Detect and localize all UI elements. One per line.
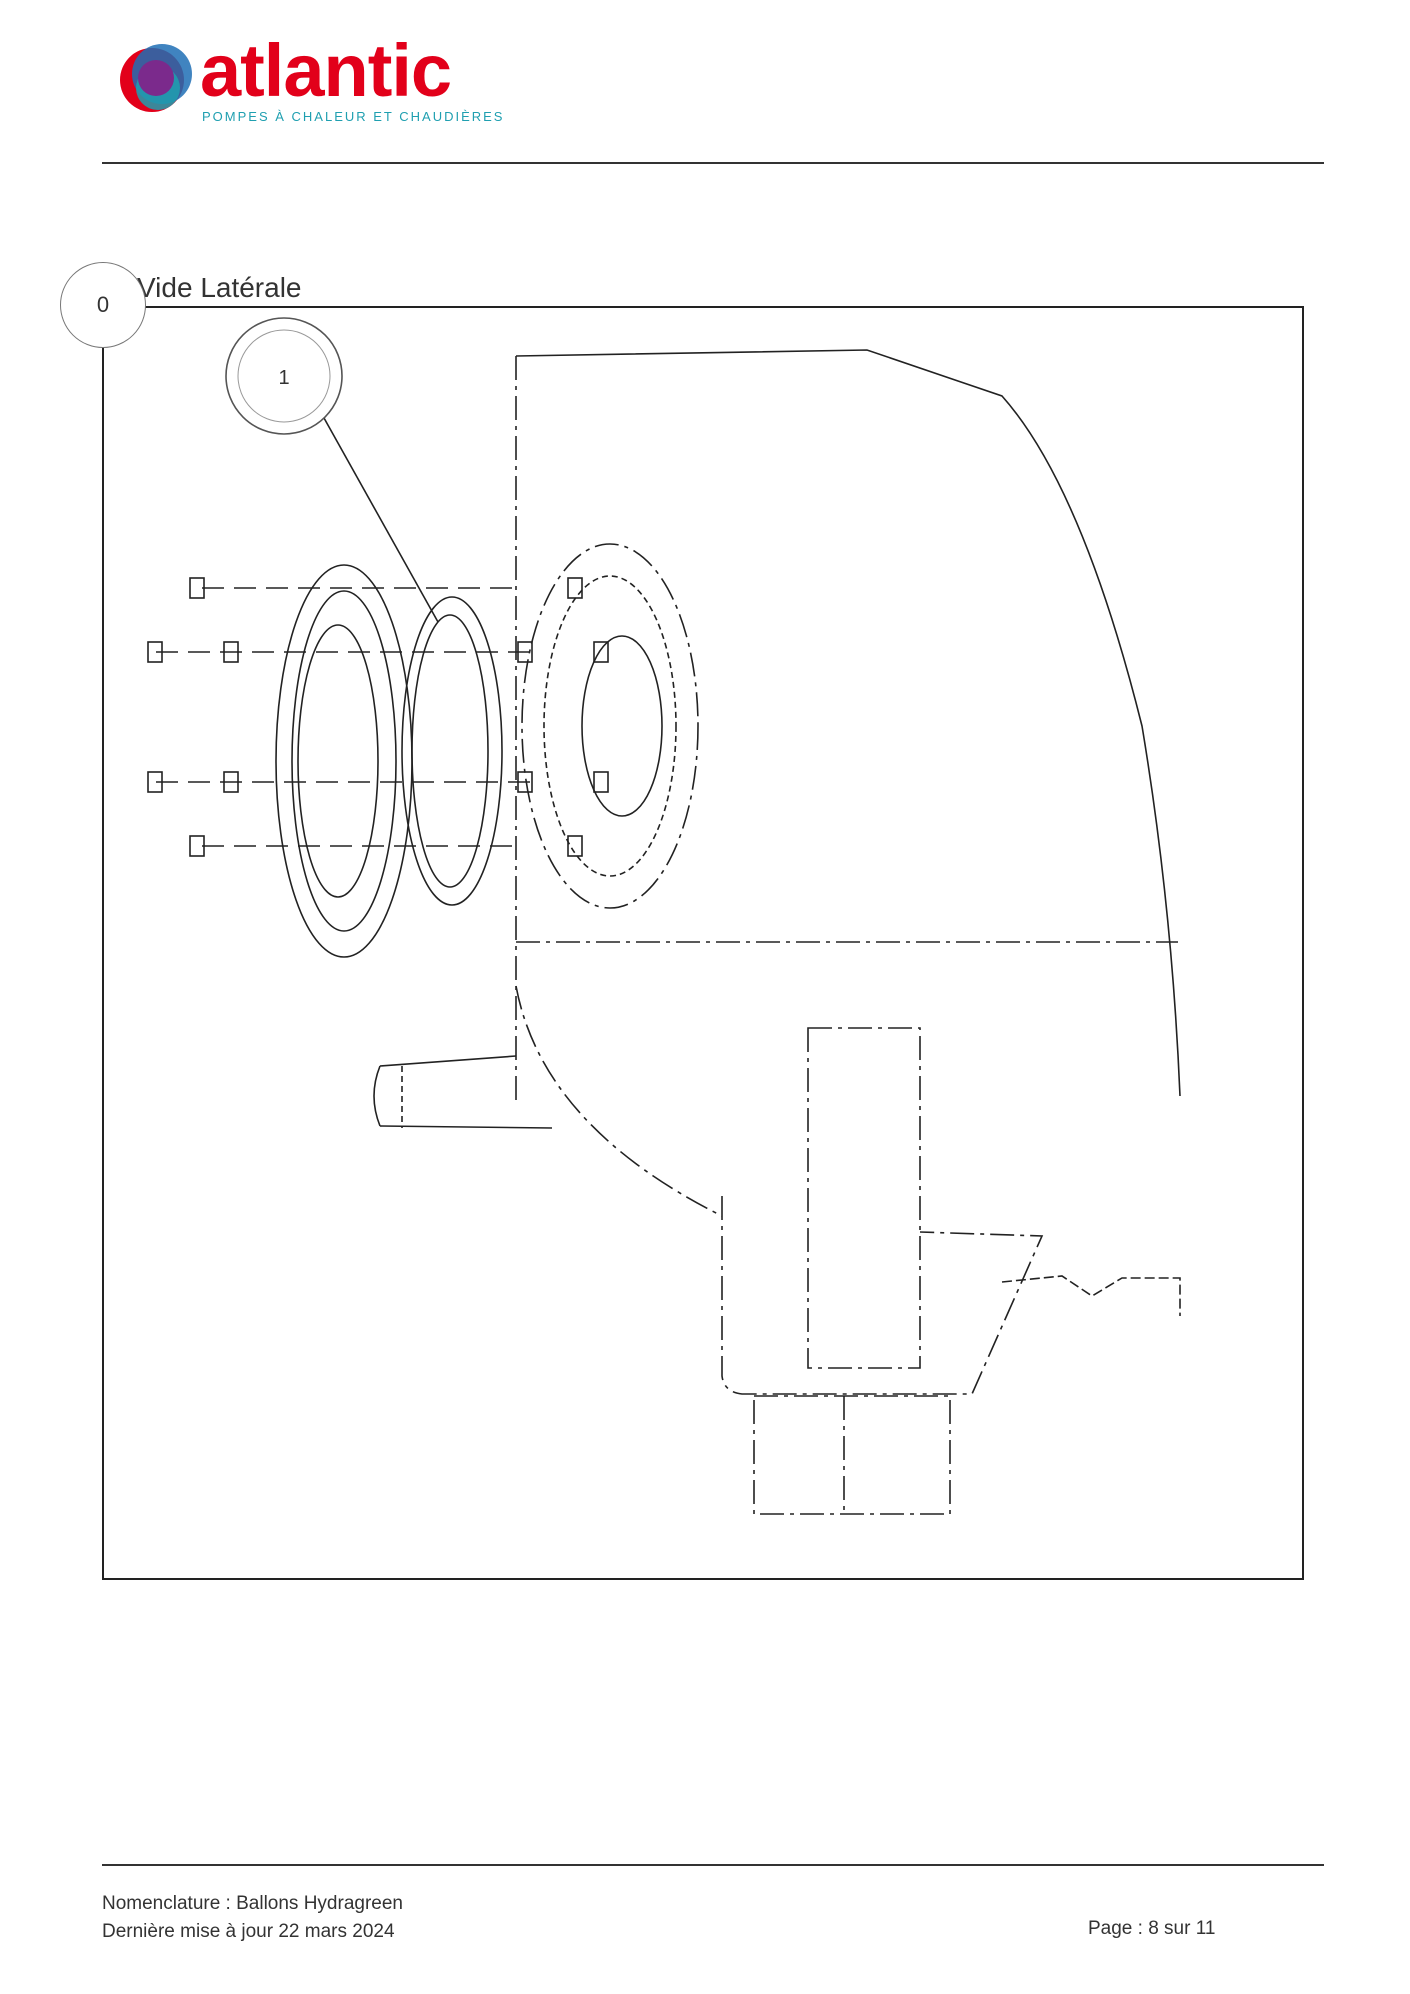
drawing-title: Vide Latérale bbox=[137, 272, 302, 303]
page-number: Page : 8 sur 11 bbox=[1088, 1918, 1216, 1939]
stand-column bbox=[807, 1027, 921, 1369]
logo-mark-icon bbox=[120, 44, 192, 112]
drawing-frame bbox=[102, 306, 1304, 1580]
callout-0: 0 bbox=[60, 262, 146, 348]
tank-outline bbox=[515, 349, 1181, 1097]
atlantic-logo: atlantic POMPES À CHALEUR ET CHAUDIÈRES bbox=[112, 29, 502, 136]
header-divider bbox=[102, 162, 1324, 164]
callout-1-inner bbox=[237, 329, 331, 423]
brand-name: atlantic bbox=[200, 29, 452, 112]
tank-flange-inner bbox=[543, 575, 677, 877]
cover-plate-outer bbox=[275, 564, 413, 958]
gasket-inner bbox=[411, 614, 489, 888]
footer-updated: Dernière mise à jour 22 mars 2024 bbox=[102, 1921, 395, 1942]
foot-block bbox=[753, 1395, 951, 1515]
brand-tagline: POMPES À CHALEUR ET CHAUDIÈRES bbox=[202, 109, 505, 124]
fastener-set bbox=[147, 577, 609, 857]
callout-1-leader bbox=[323, 417, 439, 623]
pipe-outlet bbox=[373, 1055, 553, 1129]
cover-plate-inner bbox=[297, 624, 379, 898]
gasket-outer bbox=[401, 596, 503, 906]
callout-0-label: 0 bbox=[96, 292, 110, 317]
footer-divider bbox=[102, 1864, 1324, 1866]
callout-1-label: 1 bbox=[278, 367, 289, 389]
footer-info: Nomenclature : Ballons Hydragreen Derniè… bbox=[102, 1890, 403, 1946]
callout-1-outer bbox=[225, 317, 343, 435]
tank-flange-core bbox=[581, 635, 663, 817]
stand-base bbox=[721, 1196, 1044, 1395]
tank-flange-outer bbox=[521, 543, 699, 909]
footer-nomenclature: Nomenclature : Ballons Hydragreen bbox=[102, 1893, 403, 1914]
cover-plate-mid bbox=[291, 590, 397, 932]
tank-lower-curve bbox=[515, 985, 723, 1217]
technical-drawing: 1 bbox=[147, 317, 1181, 1515]
bottom-rail bbox=[1001, 1275, 1181, 1316]
